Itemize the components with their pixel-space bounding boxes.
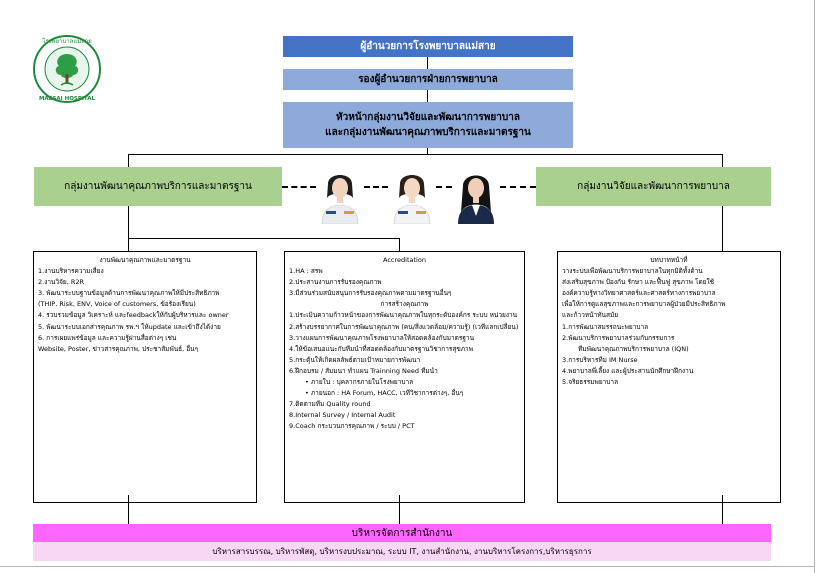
staff-photo [452, 166, 500, 224]
dashed-connector [282, 186, 316, 188]
branch-line [128, 154, 722, 155]
connector-line [399, 238, 400, 251]
office-admin-box: บริหารจัดการสำนักงาน [33, 524, 771, 542]
connector-line [427, 57, 428, 69]
connector-line [427, 148, 428, 154]
panel-line: 3. พัฒนาระบบฐานข้อมูลด้านการพัฒนาคุณภาพใ… [38, 289, 220, 298]
head-title-line1: หัวหน้ากลุ่มงานวิจัยและพัฒนาการพยาบาล [336, 112, 520, 123]
panel-line: 1.HA : สรพ [289, 267, 323, 276]
panel-title: งานพัฒนาคุณภาพและมาตรฐาน [99, 256, 191, 264]
panel-line: 6.ฝึกอบรม / สัมมนา ทำแผน Trainning Need … [289, 366, 438, 375]
frame-right-border [814, 0, 815, 573]
panel-line: 2.พัฒนาบริการพยาบาลร่วมกับกรรมการ [562, 333, 675, 342]
office-admin-detail-box: บริหารสารบรรณ, บริหารพัสดุ, บริหารงบประม… [33, 542, 771, 561]
accreditation-panel: Accreditation 1.HA : สรพ 2.ประสานงานการร… [284, 251, 525, 503]
panel-line: วางระบบเพื่อพัฒนาบริการพยาบาลในทุกมิติทั… [562, 267, 703, 276]
panel-title: Accreditation [383, 256, 426, 264]
panel-line: และก้าวหน้าทันสมัย [562, 311, 619, 320]
connector-line [128, 238, 129, 251]
panel-line: 8.Internal Survey / Internal Audit [289, 411, 396, 420]
panel-line: 3.วางแผนการพัฒนาคุณภาพโรงพยาบาลให้สอดคล้… [289, 333, 475, 342]
panel-line: 2.ประสานงานการรับรองคุณภาพ [289, 278, 382, 287]
research-group-box: กลุ่มงานวิจัยและพัฒนาการพยาบาล [536, 167, 771, 206]
director-box: ผู้อำนวยการโรงพยาบาลแม่สาย [283, 36, 573, 57]
office-admin-detail: บริหารสารบรรณ, บริหารพัสดุ, บริหารงบประม… [212, 547, 592, 556]
panel-line: 2.สร้างบรรยากาศในการพัฒนาคุณภาพ (คน/สิ่ง… [289, 322, 519, 331]
director-title: ผู้อำนวยการโรงพยาบาลแม่สาย [360, 41, 496, 52]
panel-line: 5.จริยธรรมพยาบาล [562, 378, 619, 387]
panel-bullet: • ภายนอก : HA Forum, HACC, เวทีวิชาการต่… [305, 389, 464, 398]
connector-line [722, 154, 723, 167]
connector-line [128, 154, 129, 167]
frame-bottom-border [0, 566, 815, 567]
panel-line: 7.ติดตามทีม Quality round [289, 400, 371, 409]
connector-line [399, 495, 400, 524]
quality-group-box: กลุ่มงานพัฒนาคุณภาพบริการและมาตรฐาน [34, 167, 282, 206]
panel-subtitle: การสร้างคุณภาพ [380, 300, 429, 309]
head-box: หัวหน้ากลุ่มงานวิจัยและพัฒนาการพยาบาล แล… [283, 102, 573, 148]
panel-bullet: • ภายใน : บุคลากรภายในโรงพยาบาล [305, 378, 414, 387]
panel-line: 5.กระตุ้นให้เกิดผลลัพธ์ตามเป้าหมายการพัฒ… [289, 355, 421, 364]
research-group-label: กลุ่มงานวิจัยและพัฒนาการพยาบาล [577, 181, 730, 192]
panel-line: 9.Coach กระบวนการคุณภาพ / ระบบ / PCT [289, 422, 415, 431]
panel-line: 3.การบริหารทีม IM Nurse [562, 355, 638, 364]
hospital-logo: โรงพยาบาลแม่สาย MAESAI HOSPITAL [33, 35, 101, 103]
panel-line: 5. พัฒนาระบบเอกสารคุณภาพ รพ.ฯ ให้update … [38, 322, 221, 331]
panel-title: บทบาทหน้าที่ [650, 256, 688, 264]
connector-line [128, 206, 129, 238]
panel-line: 4.ให้ข้อเสนอแนะกับทีมนำที่สอดคล้องกับมาต… [289, 344, 473, 353]
nursing-research-panel: บทบาทหน้าที่ วางระบบเพื่อพัฒนาบริการพยาบ… [557, 251, 781, 503]
panel-line: 4. รวบรวมข้อมูล วิเคราะห์ และfeedbackให้… [38, 311, 229, 320]
panel-line: 2.งานวิจัย, R2R [38, 278, 85, 287]
quality-standards-panel: งานพัฒนาคุณภาพและมาตรฐาน 1.งานบริหารความ… [33, 251, 257, 503]
connector-line [722, 495, 723, 524]
svg-text:MAESAI HOSPITAL: MAESAI HOSPITAL [39, 96, 96, 102]
panel-line: องค์ความรู้ทางวิทยาศาสตร์และศาสตร์ทางการ… [562, 289, 716, 298]
quality-group-label: กลุ่มงานพัฒนาคุณภาพบริการและมาตรฐาน [64, 181, 252, 192]
panel-line: 1.งานบริหารความเสี่ยง [38, 267, 104, 276]
deputy-box: รองผู้อำนวยการฝ่ายการพยาบาล [283, 69, 573, 90]
panel-line: (THIP, Risk, ENV, Voice of customers, ข้… [38, 300, 196, 309]
connector-line [427, 90, 428, 102]
panel-line: เพื่อให้การดูแลสุขภาพและการพยาบาลผู้ป่วย… [562, 300, 726, 309]
branch-line [128, 238, 400, 239]
dashed-connector [500, 186, 536, 188]
staff-photo [388, 166, 436, 224]
panel-line: 4.พยาบาลพี่เลี้ยง และผู้ประสานนักศึกษาฝึ… [562, 366, 694, 375]
staff-photo [316, 166, 364, 224]
panel-line: ส่งเสริมสุขภาพ ป้องกัน รักษา และฟื้นฟู ส… [562, 278, 715, 287]
dashed-connector [436, 186, 452, 188]
deputy-title: รองผู้อำนวยการฝ่ายการพยาบาล [358, 74, 498, 85]
panel-line: Website, Poster, ข่าวสารคุณภาพ, ประชาสัม… [38, 344, 199, 353]
connector-line [722, 206, 723, 251]
office-admin-title: บริหารจัดการสำนักงาน [351, 527, 453, 539]
head-title-line2: และกลุ่มงานพัฒนาคุณภาพบริการและมาตรฐาน [325, 127, 531, 138]
panel-line: 6. การเผยแพร่ข้อมูล และความรู้ผ่านสื่อต่… [38, 333, 177, 342]
panel-line: 3.มีส่วนร่วมสนับสนุนการรับรองคุณภาพตามมา… [289, 289, 452, 298]
connector-line [128, 495, 129, 524]
panel-line: 1.ประเมินความก้าวหน้าของการพัฒนาคุณภาพใน… [289, 311, 518, 320]
dashed-connector [364, 186, 388, 188]
svg-text:โรงพยาบาลแม่สาย: โรงพยาบาลแม่สาย [42, 37, 91, 45]
panel-line: 1.การพัฒนาสมรรถนะพยาบาล [562, 322, 649, 331]
panel-line: ทีมพัฒนาคุณภาพบริการพยาบาล (IQN) [578, 344, 689, 353]
